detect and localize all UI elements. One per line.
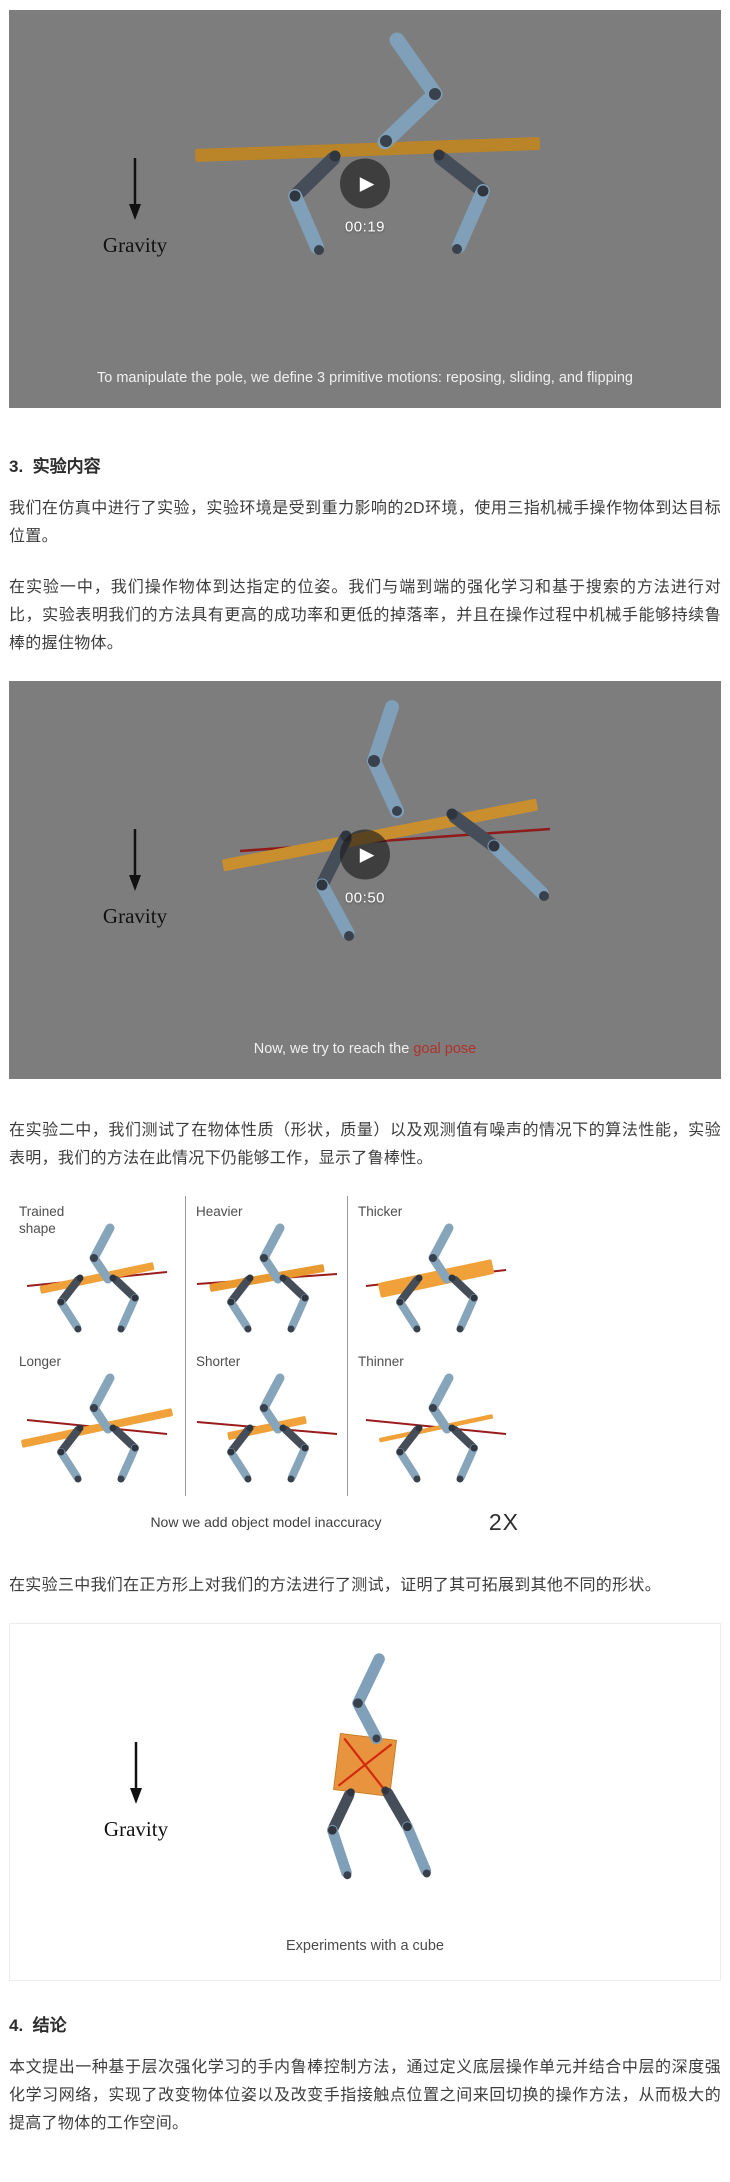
gravity-indicator: Gravity xyxy=(94,1742,178,1842)
robot-pole-illustration xyxy=(365,1372,506,1494)
robot-pole-illustration xyxy=(196,1372,337,1494)
pole-shape xyxy=(194,137,541,162)
grid-cell-trained-shape: Trained shape xyxy=(9,1196,186,1346)
grid-cell-label: Thinner xyxy=(358,1354,404,1369)
section-heading-experiments: 3. 实验内容 xyxy=(9,457,101,476)
video-player-cube[interactable]: Gravity Experiments with a cube xyxy=(9,1623,721,1981)
grid-cell-label: Thicker xyxy=(358,1204,403,1219)
grid-cell-thicker: Thicker xyxy=(348,1196,523,1346)
grid-footer: Now we add object model inaccuracy 2X xyxy=(9,1496,523,1538)
robot-pole-illustration xyxy=(194,32,541,255)
down-arrow-icon xyxy=(130,1742,142,1804)
video-timestamp: 00:19 xyxy=(344,218,386,236)
gravity-label: Gravity xyxy=(102,233,168,257)
video-caption: Now, we try to reach the goal pose xyxy=(9,1041,721,1057)
grid-cell-label: Trained shape xyxy=(19,1204,65,1236)
paragraph-experiments-intro: 我们在仿真中进行了实验，实验环境是受到重力影响的2D环境，使用三指机械手操作物体… xyxy=(9,500,721,545)
playback-speed-label: 2X xyxy=(488,1509,519,1535)
down-arrow-icon xyxy=(129,829,141,891)
video-player-pole-primitives[interactable]: Gravity ▶ 00:19 To manipulate the pole, … xyxy=(9,10,721,408)
section-heading-conclusion: 4. 结论 xyxy=(9,2016,67,2035)
paragraph-experiment-3: 在实验三中我们在正方形上对我们的方法进行了测试，证明了其可拓展到其他不同的形状。 xyxy=(9,1577,662,1594)
grid-cell-thinner: Thinner xyxy=(348,1346,523,1496)
play-button[interactable]: ▶ xyxy=(340,158,390,209)
play-icon: ▶ xyxy=(359,173,375,195)
paragraph-experiment-1: 在实验一中，我们操作物体到达指定的位姿。我们与端到端的强化学习和基于搜索的方法进… xyxy=(9,579,721,652)
down-arrow-icon xyxy=(129,158,141,220)
gravity-label: Gravity xyxy=(103,1817,169,1841)
paragraph-conclusion: 本文提出一种基于层次强化学习的手内鲁棒控制方法，通过定义底层操作单元并结合中层的… xyxy=(9,2059,721,2132)
grid-rows: Trained shape Heavier Thicker xyxy=(9,1196,523,1496)
grid-cell-label: Shorter xyxy=(196,1354,241,1369)
robot-cube-illustration xyxy=(327,1653,432,1880)
video-play-overlay: ▶ 00:50 xyxy=(340,829,390,907)
caption-text: Now, we try to reach the xyxy=(253,1041,414,1057)
robot-pole-illustration xyxy=(196,1222,337,1344)
grid-cell-label: Heavier xyxy=(196,1204,243,1219)
video-timestamp: 00:50 xyxy=(344,889,386,907)
video-caption: Experiments with a cube xyxy=(286,1938,444,1954)
grid-caption: Now we add object model inaccuracy xyxy=(150,1514,382,1530)
grid-cell-label: Longer xyxy=(19,1354,62,1369)
figure-model-inaccuracy-grid: Trained shape Heavier Thicker xyxy=(9,1196,523,1538)
gravity-label: Gravity xyxy=(102,904,168,928)
video-caption: To manipulate the pole, we define 3 prim… xyxy=(96,370,633,386)
robot-pole-illustration xyxy=(365,1222,506,1344)
grid-cell-longer: Longer xyxy=(9,1346,186,1496)
grid-cell-shorter: Shorter xyxy=(186,1346,348,1496)
play-icon: ▶ xyxy=(359,844,375,866)
paragraph-experiment-2: 在实验二中，我们测试了在物体性质（形状，质量）以及观测值有噪声的情况下的算法性能… xyxy=(9,1122,721,1167)
caption-goal-pose-highlight: goal pose xyxy=(413,1041,477,1057)
gravity-indicator: Gravity xyxy=(93,829,177,929)
play-button[interactable]: ▶ xyxy=(340,829,390,880)
video-play-overlay: ▶ 00:19 xyxy=(340,158,390,236)
robot-pole-illustration xyxy=(21,1372,173,1494)
gravity-indicator: Gravity xyxy=(93,158,177,258)
video-player-goal-pose[interactable]: Gravity ▶ 00:50 Now, we try to reach the… xyxy=(9,681,721,1079)
grid-cell-heavier: Heavier xyxy=(186,1196,348,1346)
robot-pole-illustration xyxy=(26,1222,168,1344)
